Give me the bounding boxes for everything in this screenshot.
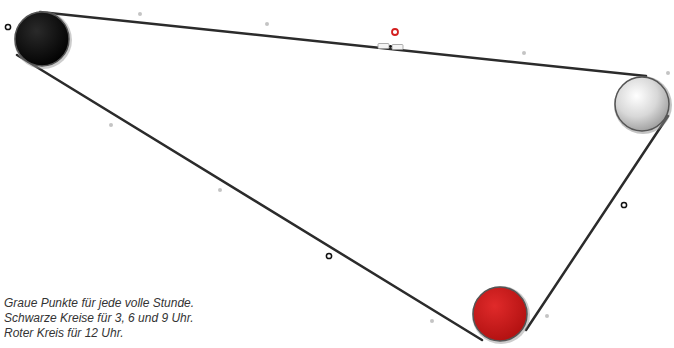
belt-clasp: [378, 44, 403, 50]
pulley-shadow: [14, 11, 72, 69]
clasp-part: [378, 44, 389, 49]
clasp-pin: [389, 45, 392, 48]
quarter-mark: [621, 202, 626, 207]
note-block: Graue Punkte für jede volle Stunde.Schwa…: [4, 296, 194, 341]
pulley-shadow: [614, 76, 672, 134]
twelve-mark: [392, 29, 398, 35]
quarter-marks: [5, 24, 626, 258]
black-pulley: [15, 12, 69, 66]
hour-dots: [109, 12, 670, 323]
hour-dot: [109, 123, 113, 127]
pulley-shadow: [472, 286, 530, 344]
hour-dot: [218, 188, 222, 192]
belt-line: [526, 116, 668, 330]
clasp-part: [392, 45, 403, 50]
silver-pulley: [615, 77, 669, 131]
hour-dot: [666, 71, 670, 75]
note-text: Roter Kreis für 12 Uhr.: [4, 326, 194, 341]
hour-dot: [522, 51, 526, 55]
hour-dot: [138, 12, 142, 16]
hour-dot: [545, 314, 549, 318]
hour-dot: [430, 319, 434, 323]
belt-line: [40, 12, 646, 76]
red-pulley: [473, 287, 527, 341]
quarter-mark: [326, 253, 331, 258]
belt: [17, 12, 668, 340]
hour-dot: [265, 22, 269, 26]
note-text: Graue Punkte für jede volle Stunde.: [4, 296, 194, 311]
pulleys: [14, 11, 672, 344]
quarter-mark: [5, 24, 10, 29]
note-text: Schwarze Kreise für 3, 6 und 9 Uhr.: [4, 311, 194, 326]
